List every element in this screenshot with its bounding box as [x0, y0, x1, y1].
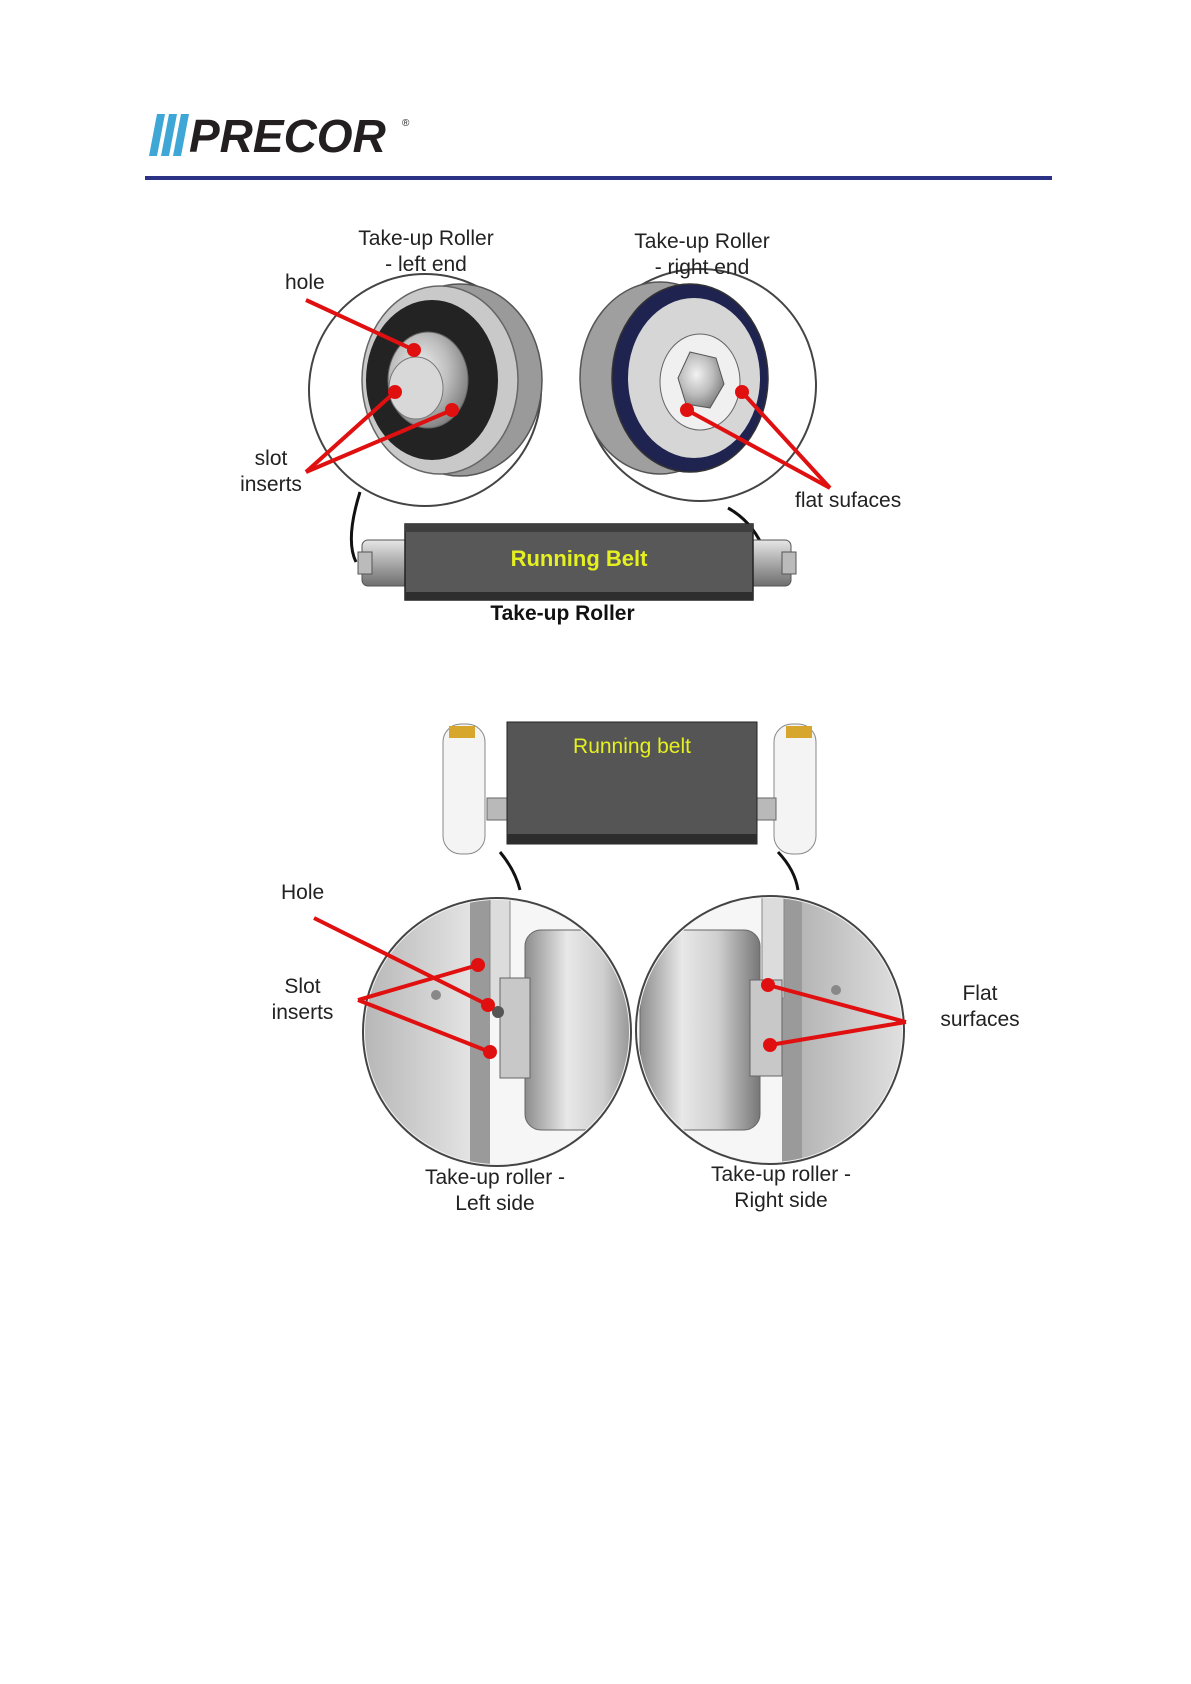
- right-side-caption-line1: Take-up roller -: [686, 1162, 876, 1188]
- left-end-title-line2: - left end: [336, 252, 516, 278]
- slot-inserts-label-2: Slot inserts: [255, 974, 350, 1026]
- right-end-magnifier: [580, 269, 816, 501]
- running-belt-label: Running Belt: [405, 546, 753, 572]
- left-side-caption-line2: Left side: [400, 1191, 590, 1217]
- right-side-caption: Take-up roller - Right side: [686, 1162, 876, 1214]
- figure-2-illustration: [360, 722, 910, 1180]
- right-end-title-line2: - right end: [612, 255, 792, 281]
- right-side-caption-line2: Right side: [686, 1188, 876, 1214]
- slot-inserts-2-line2: inserts: [255, 1000, 350, 1026]
- running-belt-label-2: Running belt: [507, 735, 757, 759]
- flat-surfaces-label-2: Flat surfaces: [930, 981, 1030, 1033]
- left-end-title-line1: Take-up Roller: [336, 226, 516, 252]
- left-side-caption: Take-up roller - Left side: [400, 1165, 590, 1217]
- hole-label-2: Hole: [281, 880, 324, 906]
- left-end-title: Take-up Roller - left end: [336, 226, 516, 278]
- slot-inserts-label: slot inserts: [226, 446, 316, 498]
- slot-inserts-2-line1: Slot: [255, 974, 350, 1000]
- right-end-title-line1: Take-up Roller: [612, 229, 792, 255]
- flat-surfaces-2-line2: surfaces: [930, 1007, 1030, 1033]
- left-end-magnifier: [309, 274, 542, 506]
- flat-surfaces-2-line1: Flat: [930, 981, 1030, 1007]
- figure-1-caption: Take-up Roller: [435, 602, 690, 626]
- right-end-title: Take-up Roller - right end: [612, 229, 792, 281]
- slot-inserts-line1: slot: [226, 446, 316, 472]
- slot-inserts-line2: inserts: [226, 472, 316, 498]
- flat-surfaces-label: flat sufaces: [795, 488, 901, 514]
- left-side-caption-line1: Take-up roller -: [400, 1165, 590, 1191]
- hole-label: hole: [285, 270, 325, 296]
